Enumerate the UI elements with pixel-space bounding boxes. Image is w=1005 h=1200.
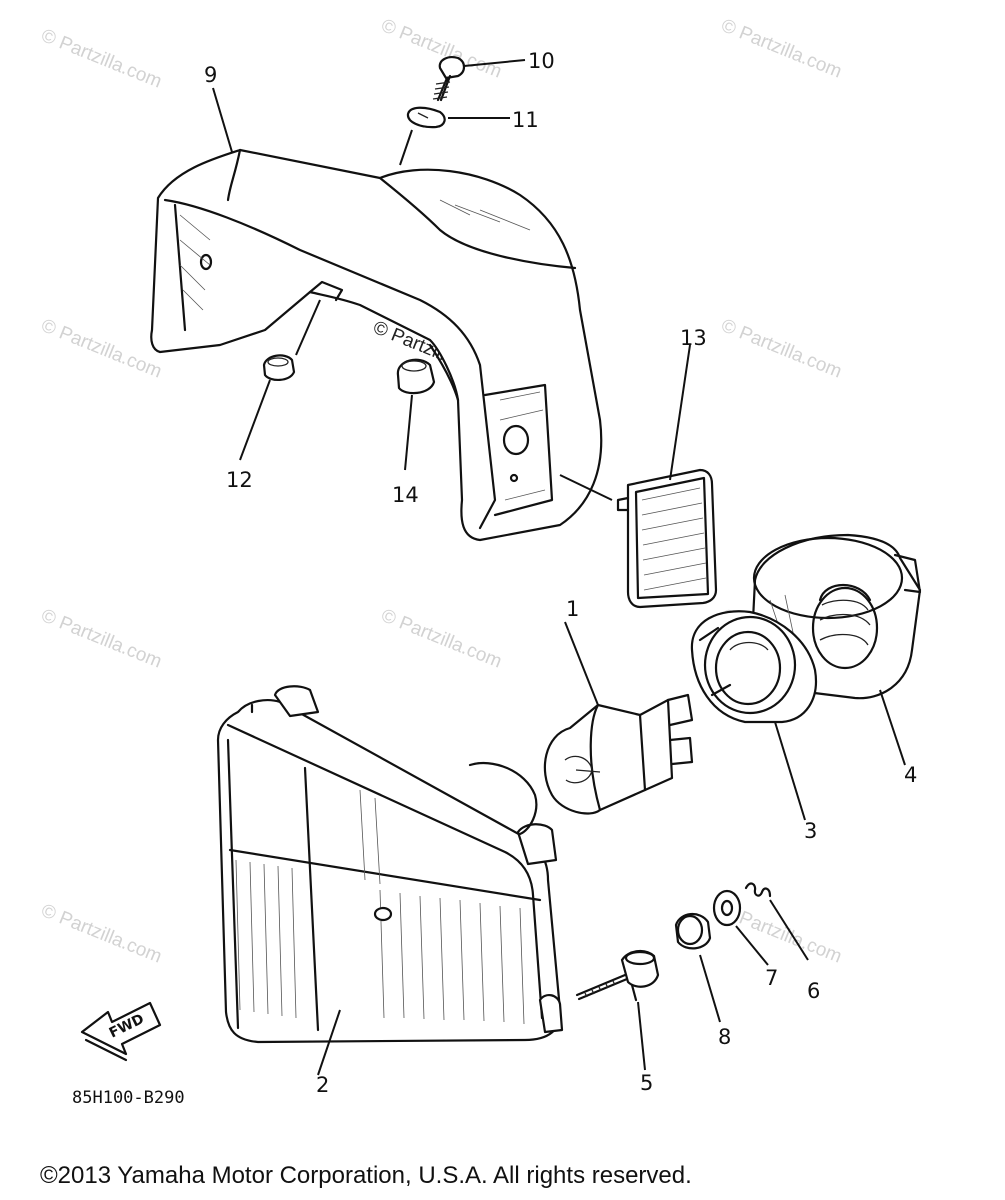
adjuster-screw-part-5: [575, 950, 660, 1002]
watermark: © Partzilla.com: [38, 900, 165, 967]
watermark: © Partzilla.com: [378, 605, 505, 672]
callout-6: 6: [807, 979, 820, 1003]
watermark: © Partzilla.com: [718, 315, 845, 382]
reflector-part-13: [616, 468, 718, 609]
watermark: © Partzilla.com: [38, 25, 165, 92]
callout-1: 1: [566, 597, 579, 621]
leader-line: [463, 59, 526, 67]
leader-line: [295, 299, 321, 356]
leader-line: [317, 1009, 341, 1076]
leader-line: [212, 87, 233, 153]
forward-arrow-icon: FWD: [80, 1001, 162, 1062]
leader-lines: [212, 59, 906, 1076]
diagram-code: 85H100-B290: [72, 1088, 185, 1108]
callout-7: 7: [765, 966, 778, 990]
clip-part-11: [406, 106, 446, 129]
leader-line: [769, 899, 809, 961]
callouts: 1 2 3 4 5 6 7 8 9 10 11 12 13 14: [204, 49, 917, 1097]
grommet-part-12: [262, 354, 296, 381]
callout-5: 5: [640, 1071, 653, 1095]
leader-line: [404, 394, 413, 471]
screw-part-10: [432, 56, 466, 102]
callout-12: 12: [226, 468, 253, 492]
leader-line: [564, 621, 599, 706]
leader-line: [735, 925, 769, 966]
grommet-part-14: [396, 358, 436, 395]
leader-line: [239, 379, 271, 461]
leader-line: [879, 689, 906, 766]
callout-14: 14: [392, 483, 419, 507]
callout-13: 13: [680, 326, 707, 350]
socket-ring-part-3: [690, 610, 818, 724]
callout-9: 9: [204, 63, 217, 87]
copyright-notice: ©2013 Yamaha Motor Corporation, U.S.A. A…: [40, 1162, 692, 1189]
leader-line: [559, 474, 613, 501]
watermark: © Partzilla.com: [718, 15, 845, 82]
leader-line: [399, 129, 413, 166]
callout-8: 8: [718, 1025, 731, 1049]
callout-10: 10: [528, 49, 555, 73]
bulb-part-1: [543, 693, 694, 815]
watermark: © Partzilla.com: [38, 605, 165, 672]
watermark: © Partzilla.com: [38, 315, 165, 382]
spring-part-6: [744, 882, 772, 898]
spacer-part-8: [674, 913, 712, 950]
callout-3: 3: [804, 819, 817, 843]
callout-2: 2: [316, 1073, 329, 1097]
washer-part-7: [712, 889, 742, 927]
headlight-housing-part-9: [150, 148, 603, 542]
callout-4: 4: [904, 763, 917, 787]
leader-line: [669, 344, 691, 481]
leader-line: [774, 721, 806, 821]
leader-line: [699, 954, 721, 1023]
callout-11: 11: [512, 108, 539, 132]
headlight-unit-part-2: [216, 685, 564, 1044]
leader-line: [637, 1001, 646, 1071]
